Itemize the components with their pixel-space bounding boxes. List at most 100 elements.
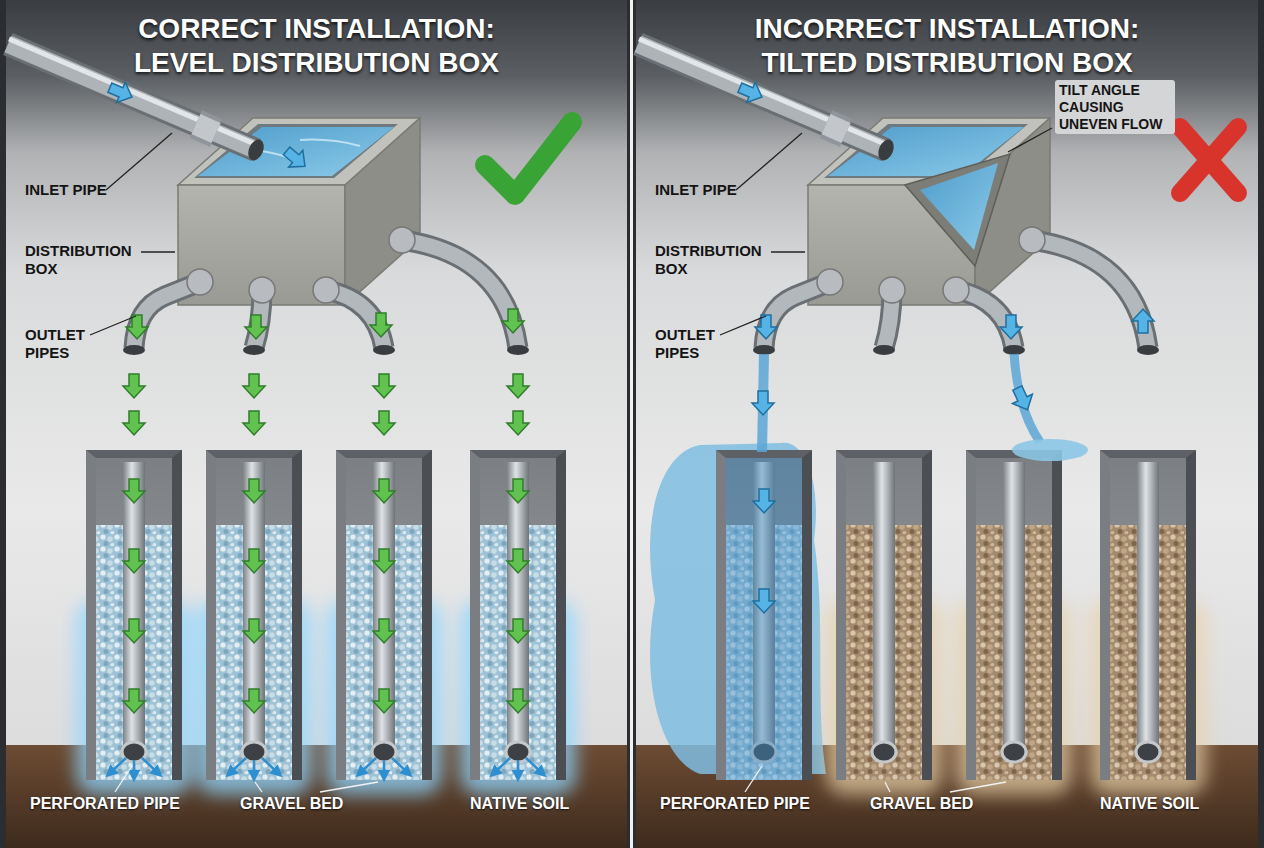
flow-arrow (123, 619, 145, 643)
leader-line (745, 766, 762, 792)
flow-arrow (753, 589, 775, 613)
flow-arrow (373, 479, 395, 503)
distribution-box (300, 140, 360, 146)
flow-arrow (1000, 315, 1022, 339)
flow-arrow (1132, 309, 1154, 333)
x-mark (1180, 127, 1238, 193)
leach-trench (716, 450, 812, 780)
flow-arrow (507, 619, 529, 643)
leader-line (90, 316, 136, 335)
flow-arrow (502, 309, 524, 333)
flow-arrow (110, 758, 158, 776)
distribution-box (178, 118, 420, 305)
distribution-box (178, 118, 420, 305)
flow-arrow (373, 411, 395, 435)
leader-line (771, 251, 805, 252)
leader-line (115, 766, 132, 792)
leach-trench (86, 450, 182, 780)
flow-arrow (373, 619, 395, 643)
flow-arrow (736, 78, 767, 108)
flow-arrow (507, 411, 529, 435)
leader-line (255, 782, 262, 792)
leach-trench (966, 450, 1062, 780)
leader-line (736, 133, 802, 190)
pipe-network (8, 39, 529, 355)
leach-trench (470, 450, 566, 780)
panel-heading: CORRECT INSTALLATION: LEVEL DISTRIBUTION… (107, 12, 527, 80)
flow-arrow (123, 689, 145, 713)
leader-line (106, 133, 172, 190)
leader-line (320, 782, 378, 792)
flow-arrow (123, 549, 145, 573)
tilted-distribution-box (920, 163, 998, 250)
flow-arrow (243, 479, 265, 503)
leader-line (720, 128, 1052, 792)
flow-arrow (752, 391, 774, 415)
flow-arrow (373, 689, 395, 713)
flow-arrow (106, 78, 137, 108)
flow-arrow (230, 758, 278, 776)
flow-arrow (373, 549, 395, 573)
flow-arrow (243, 689, 265, 713)
part-label: OUTLET PIPES (25, 326, 105, 362)
leader-line (720, 316, 766, 335)
x-mark (1180, 127, 1238, 193)
part-label: INLET PIPE (655, 181, 765, 199)
flow-arrow (106, 78, 542, 776)
flow-arrow (753, 489, 775, 513)
water-spill (762, 354, 1088, 461)
leader-line (885, 782, 890, 792)
leader-line (1008, 128, 1052, 152)
leach-trench (836, 450, 932, 780)
flow-arrow (280, 143, 313, 175)
flow-arrow (360, 758, 408, 776)
flow-arrow (243, 619, 265, 643)
leach-trench (726, 458, 802, 780)
leader-line (90, 133, 378, 792)
part-label: DISTRIBUTION BOX (25, 242, 137, 278)
part-label: TILT ANGLE CAUSING UNEVEN FLOW (1055, 80, 1175, 134)
part-label: OUTLET PIPES (655, 326, 735, 362)
flow-arrow (245, 315, 267, 339)
flow-arrow (736, 78, 1154, 613)
part-label: NATIVE SOIL (470, 794, 585, 813)
flow-arrow (373, 374, 395, 398)
check-mark (485, 122, 572, 195)
part-label: DISTRIBUTION BOX (655, 242, 767, 278)
part-label: PERFORATED PIPE (30, 794, 200, 813)
flow-arrow (123, 479, 145, 503)
part-label: GRAVEL BED (870, 794, 980, 813)
flow-arrow (494, 758, 542, 776)
leach-trench (716, 450, 1196, 780)
flow-arrow (507, 689, 529, 713)
leach-trench (206, 450, 302, 780)
flow-arrow (507, 374, 529, 398)
panel-background (6, 0, 627, 848)
leach-trench (1100, 450, 1196, 780)
comparison-panel: CORRECT INSTALLATION: LEVEL DISTRIBUTION… (6, 0, 627, 848)
part-label: NATIVE SOIL (1100, 794, 1215, 813)
water-spill (1012, 439, 1088, 461)
leach-trench (86, 450, 566, 780)
flow-arrow (243, 549, 265, 573)
part-label: INLET PIPE (25, 181, 135, 199)
leach-trench (336, 450, 432, 780)
pipe-network (8, 39, 529, 355)
flow-arrow (1007, 383, 1037, 414)
part-label: PERFORATED PIPE (660, 794, 830, 813)
flow-arrow (123, 411, 145, 435)
tilted-distribution-box (905, 154, 1010, 266)
x-mark (1180, 127, 1238, 193)
flow-arrow (243, 374, 265, 398)
flow-arrow (370, 313, 392, 337)
flow-arrow (123, 374, 145, 398)
panel-heading: INCORRECT INSTALLATION: TILTED DISTRIBUT… (737, 12, 1157, 80)
tilted-distribution-box (808, 118, 1050, 305)
leader-line (141, 251, 175, 252)
leader-line (950, 782, 1006, 792)
part-label: GRAVEL BED (240, 794, 350, 813)
panel-background (630, 0, 633, 848)
flow-arrow (507, 479, 529, 503)
flow-arrow (243, 411, 265, 435)
panel-background (636, 0, 1258, 848)
